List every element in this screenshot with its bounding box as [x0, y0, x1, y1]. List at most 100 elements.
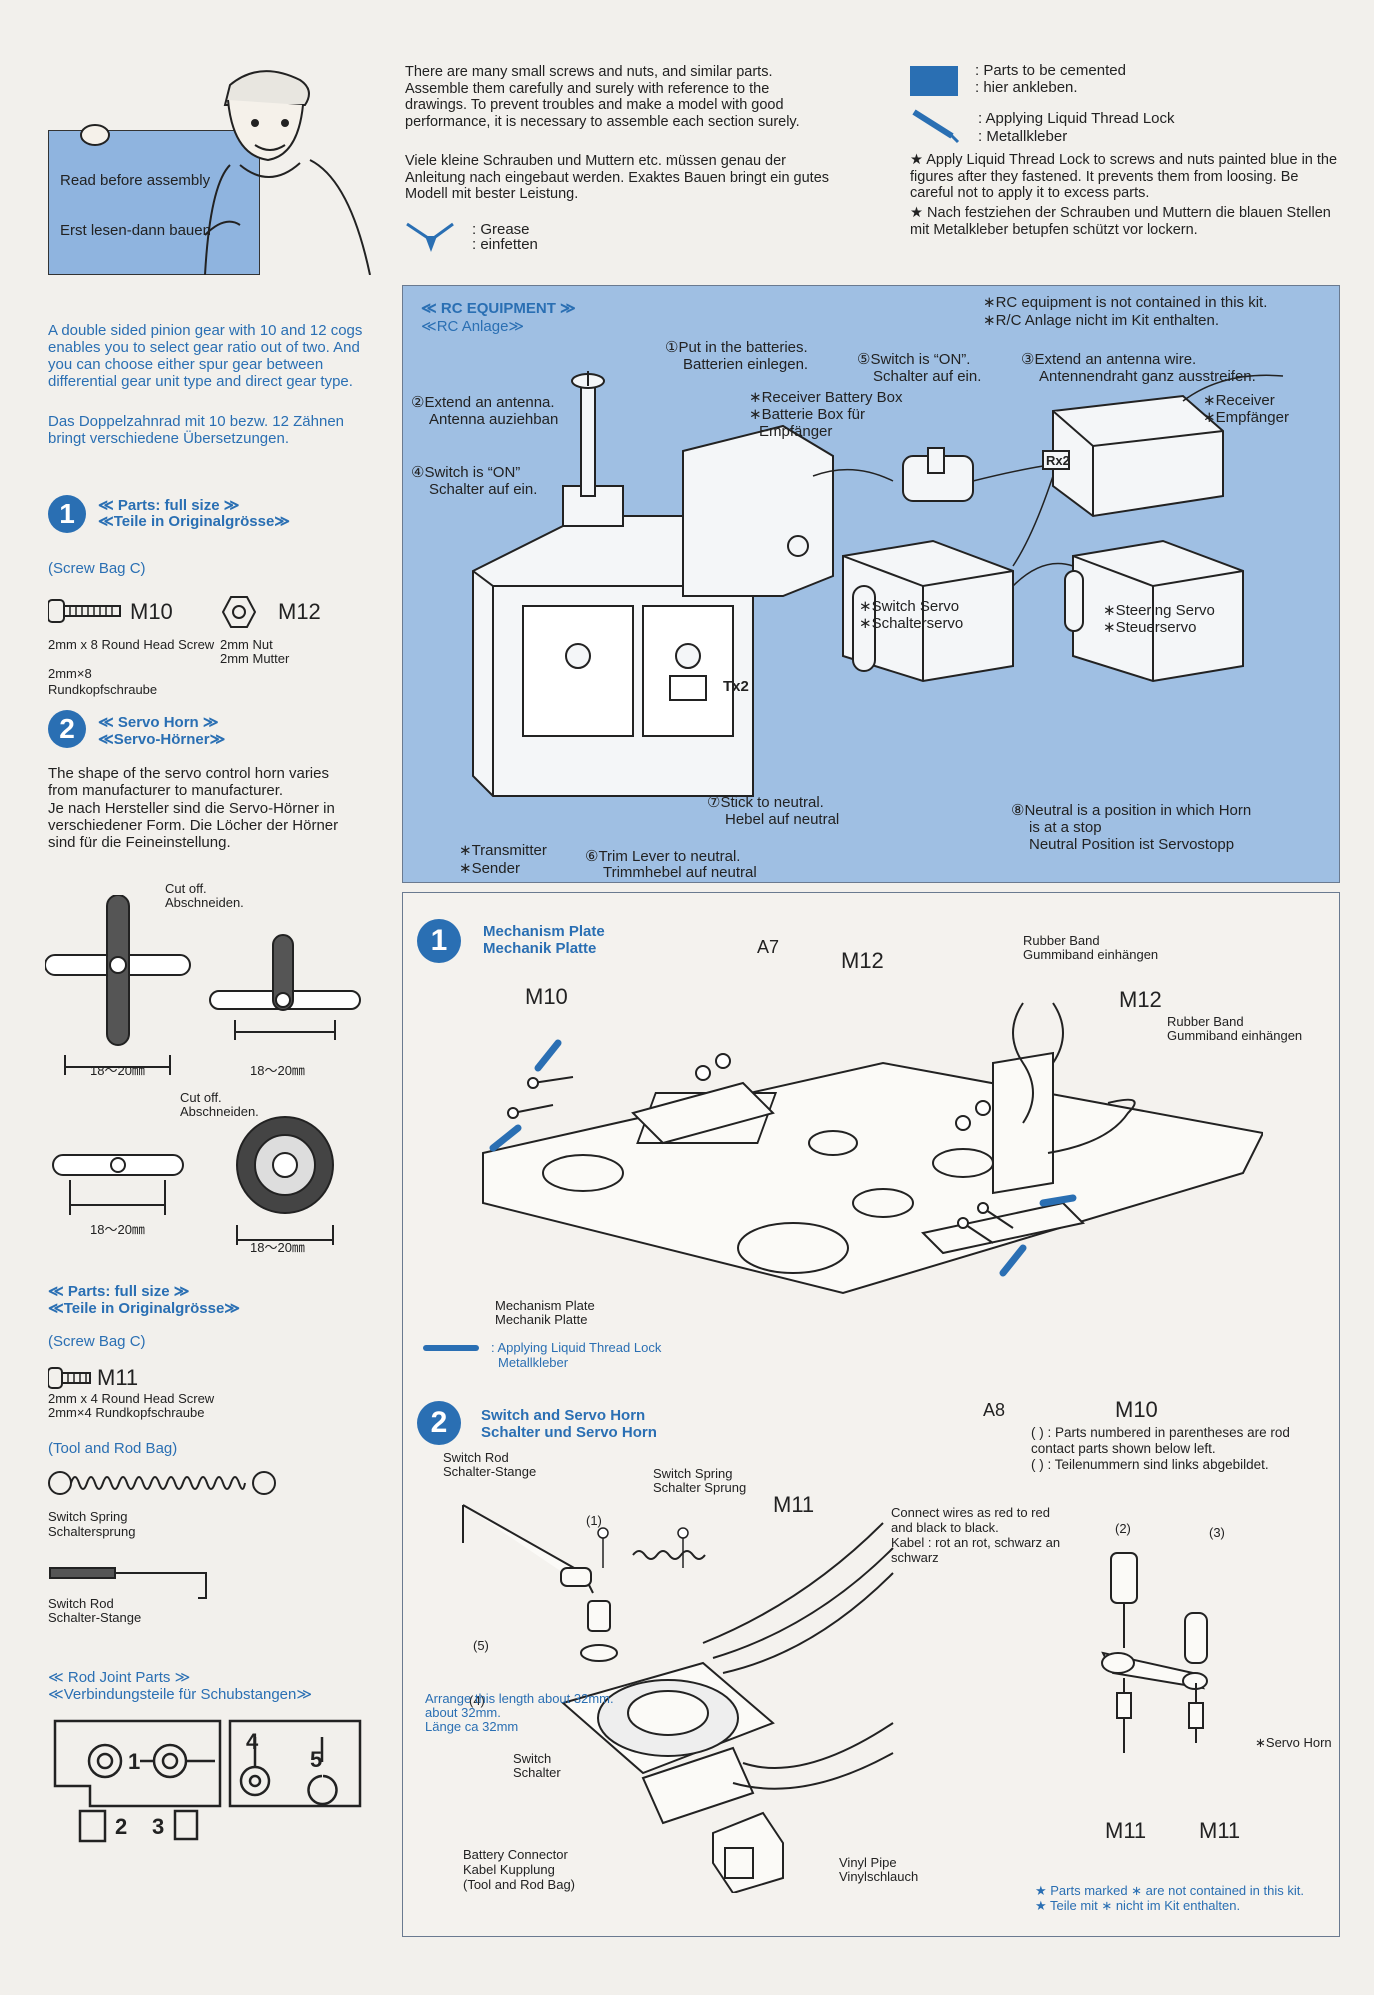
switch-spring-de: Schaltersprung: [48, 1524, 136, 1539]
grease-icon: [406, 222, 454, 252]
step-a-title-en: Mechanism Plate: [483, 923, 605, 940]
rc-step6-en: ⑥Trim Lever to neutral.: [585, 848, 741, 865]
step-a-rubber1-en: Rubber Band: [1023, 933, 1100, 948]
step-b-battery-connector-de: Kabel Kupplung: [463, 1862, 555, 1877]
rc-step1-en: ①Put in the batteries.: [665, 339, 808, 356]
switch-spring-en: Switch Spring: [48, 1509, 128, 1524]
step-b-switch-spring-en: Switch Spring: [653, 1466, 733, 1481]
intro-german: Viele kleine Schrauben und Muttern etc. …: [405, 153, 830, 202]
grease-label-de: : einfetten: [472, 236, 538, 253]
rc-transmitter-de: ∗Sender: [459, 860, 520, 877]
thread-lock-label-en: : Applying Liquid Thread Lock: [978, 110, 1175, 127]
step-b-wires-en: Connect wires as red to red and black to…: [891, 1505, 1050, 1535]
mechanic-cartoon-illustration: [80, 70, 371, 275]
rc-rx-box-de2: Empfänger: [759, 423, 833, 440]
rc-step8-en2: is at a stop: [1029, 819, 1102, 836]
rc-steering-servo-de: ∗Steuerservo: [1103, 619, 1197, 636]
step-b-vinyl-pipe-en: Vinyl Pipe: [839, 1855, 897, 1870]
rod-joint-parts-illustration: [53, 1719, 362, 1843]
m11-desc2: 2mm×4 Rundkopfschraube: [48, 1405, 205, 1420]
rod-joint-num-4: 4: [246, 1729, 259, 1754]
rc-note-en: ∗RC equipment is not contained in this k…: [983, 294, 1268, 311]
step-a-plate-de: Mechanik Platte: [495, 1312, 588, 1327]
step-b-m11-3: M11: [1199, 1818, 1241, 1843]
step-b-switch-de: Schalter: [513, 1765, 561, 1780]
rc-equipment-illustration: [472, 371, 1284, 797]
step-2-title-de: ≪Servo-Hörner≫: [98, 731, 226, 748]
step-a-circle: 1: [417, 919, 461, 963]
rc-step8-en: ⑧Neutral is a position in which Horn: [1011, 802, 1252, 819]
dim-label-2: 18〜20㎜: [250, 1063, 305, 1078]
rc-title-de: ≪RC Anlage≫: [421, 318, 525, 335]
switch-rod-en: Switch Rod: [48, 1596, 114, 1611]
step-a-m12-1: M12: [841, 948, 884, 973]
rc-step2-en: ②Extend an antenna.: [411, 394, 555, 411]
rod-joint-num-1: 1: [128, 1749, 141, 1774]
rc-step7-en: ⑦Stick to neutral.: [707, 794, 824, 811]
step-a-rubber2-de: Gummiband einhängen: [1167, 1028, 1303, 1043]
m12-nut-icon: [222, 596, 256, 628]
step-b-p2: (2): [1115, 1521, 1131, 1536]
read-before-assembly-box: Read before assembly Erst lesen-dann bau…: [48, 130, 260, 275]
step-a-a8: A8: [983, 1400, 1006, 1420]
step-1-circle: 1: [48, 495, 86, 533]
parts-full-size2-en: ≪ Parts: full size ≫: [48, 1283, 190, 1300]
step-b-p5: (5): [473, 1638, 489, 1653]
cut-off-en-2: Cut off.: [180, 1090, 222, 1105]
assembly-panel: 1 Mechanism Plate Mechanik Platte: [402, 892, 1340, 1937]
step-b-title-en: Switch and Servo Horn: [481, 1407, 646, 1424]
rc-receiver-de: ∗Empfänger: [1203, 409, 1289, 426]
step-b-wires-de: Kabel : rot an rot, schwarz an schwarz: [891, 1535, 1061, 1565]
step-2-title-en: ≪ Servo Horn ≫: [98, 714, 219, 731]
step-a-legend-thread-lock-icon: [423, 1345, 479, 1351]
rc-equipment-panel: ≪ RC EQUIPMENT ≫ ≪RC Anlage≫ ∗RC equipme…: [402, 285, 1340, 883]
step-b-switch-en: Switch: [513, 1751, 552, 1766]
servo-horn-assembly-illustration: [1101, 1552, 1208, 1753]
step-b-title-de: Schalter und Servo Horn: [481, 1424, 657, 1441]
step-b-parens-note-en: ( ) : Parts numbered in parentheses are …: [1031, 1425, 1290, 1456]
step-a-m12-2: M12: [1119, 987, 1162, 1012]
rc-receiver-en: ∗Receiver: [1203, 392, 1275, 409]
cut-off-en-1: Cut off.: [165, 881, 207, 896]
read-box-line2: Erst lesen-dann bauen: [60, 222, 211, 239]
m11-desc: 2mm x 4 Round Head Screw: [48, 1391, 215, 1406]
m11-code: M11: [97, 1365, 139, 1390]
step-b-arrange-de: Länge ca 32mm: [425, 1719, 519, 1734]
switch-assembly-illustration: [462, 1504, 894, 1825]
rc-step3-en: ③Extend an antenna wire.: [1021, 351, 1197, 368]
step-a-legend-de: Metallkleber: [498, 1355, 569, 1370]
step-a-legend-en: : Applying Liquid Thread Lock: [491, 1340, 662, 1355]
rc-step5-de: Schalter auf ein.: [873, 368, 982, 385]
battery-connector-illustration: [712, 1811, 784, 1893]
step-a-rubber2-en: Rubber Band: [1167, 1014, 1244, 1029]
thread-lock-icon: [912, 109, 960, 144]
rc-step4-en: ④Switch is “ON”: [411, 464, 521, 481]
step-b-vinyl-pipe-de: Vinylschlauch: [839, 1869, 919, 1884]
rod-joint-de: ≪Verbindungsteile für Schubstangen≫: [48, 1686, 313, 1703]
switch-spring-icon: [48, 1471, 276, 1495]
m12-code: M12: [278, 599, 321, 624]
step-b-m11-1: M11: [773, 1492, 815, 1517]
rc-step2-de: Antenna auziehban: [429, 411, 559, 428]
m10-screw-icon: [48, 599, 121, 623]
step-b-switch-spring-de: Schalter Sprung: [653, 1480, 747, 1495]
rc-switch-servo-de: ∗Schalterservo: [859, 615, 964, 632]
m10-desc: 2mm x 8 Round Head Screw: [48, 637, 215, 652]
rc-switch-servo-en: ∗Switch Servo: [859, 598, 960, 615]
rc-tx-label: Tx2: [723, 678, 749, 695]
cemented-label-en: : Parts to be cemented: [975, 62, 1126, 79]
rc-step6-de: Trimmhebel auf neutral: [603, 864, 757, 881]
cemented-swatch: [910, 66, 958, 96]
rc-rx-label: Rx2: [1046, 453, 1070, 468]
thread-lock-label-de: : Metallkleber: [978, 128, 1068, 145]
m12-desc2: 2mm Mutter: [220, 651, 290, 666]
step-b-servo-horn: ∗Servo Horn: [1255, 1735, 1332, 1750]
step-a-m10-1: M10: [525, 984, 568, 1009]
step-b-switch-rod-en: Switch Rod: [443, 1450, 509, 1465]
rc-note-de: ∗R/C Anlage nicht im Kit enthalten.: [983, 312, 1220, 329]
screw-bag-c2-label: (Screw Bag C): [48, 1333, 146, 1350]
step-b-foot-de: ★ Teile mit ∗ nicht im Kit enthalten.: [1035, 1898, 1241, 1913]
dim-label-4: 18〜20㎜: [250, 1240, 305, 1255]
rod-joint-num-5: 5: [310, 1747, 323, 1772]
step-b-arrange-en: Arrange this length about 32mm.: [425, 1691, 614, 1706]
